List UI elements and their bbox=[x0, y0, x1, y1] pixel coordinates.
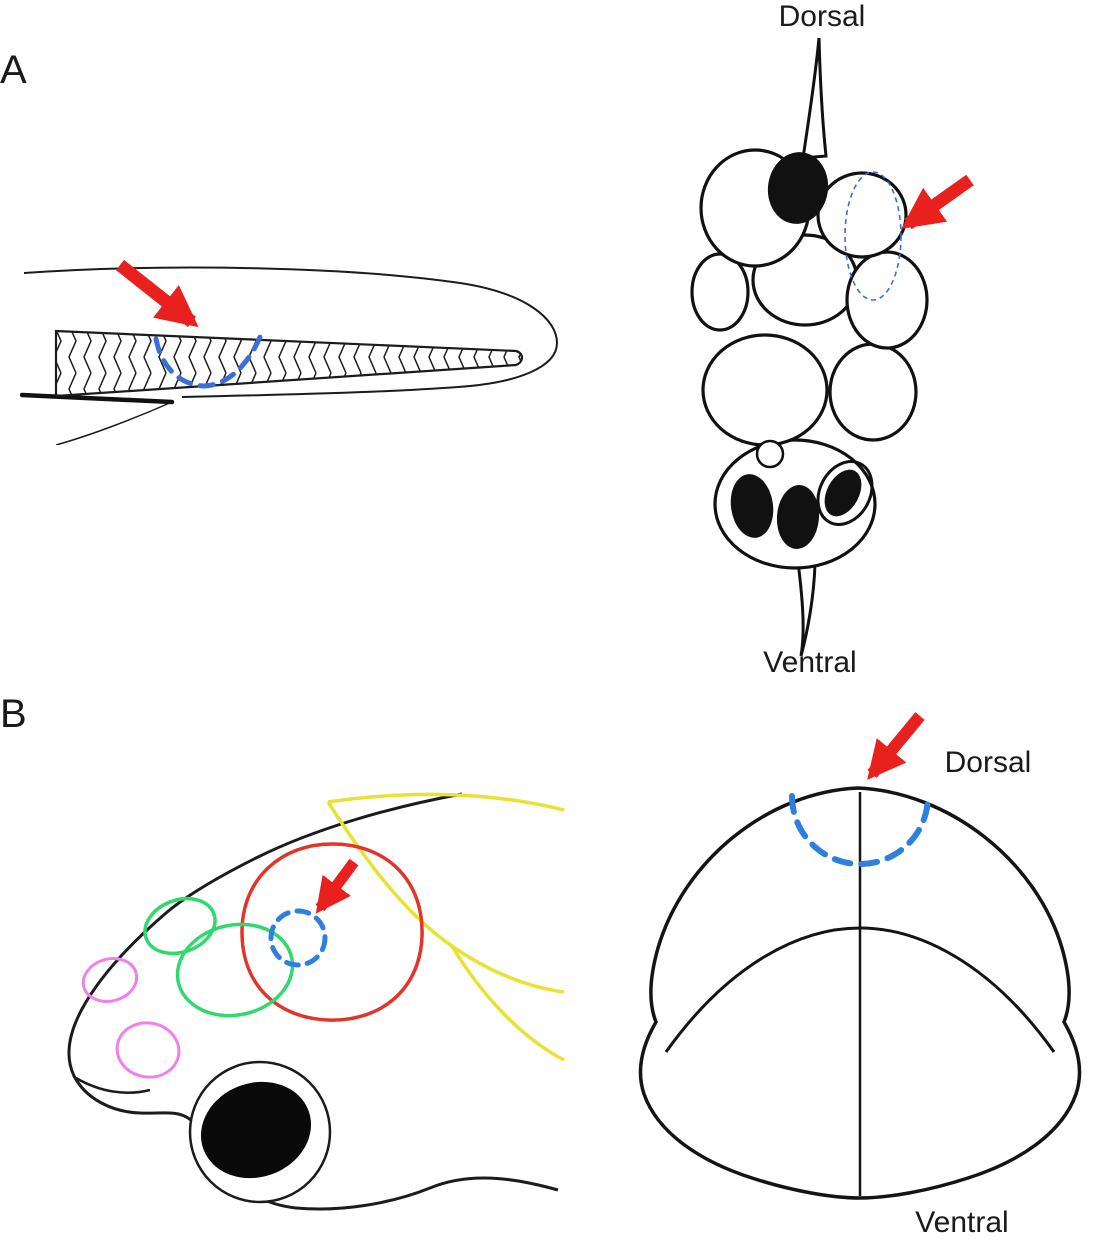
muscle-blob bbox=[701, 333, 829, 447]
body-edge-line bbox=[20, 392, 175, 405]
red-arrow-icon bbox=[315, 858, 359, 914]
panel-a-label: A bbox=[0, 48, 27, 92]
panel-a-lateral-tail-drawing bbox=[20, 259, 559, 445]
hindbrain-outline-yellow bbox=[450, 945, 565, 1062]
forebrain-outline-green bbox=[175, 922, 295, 1018]
muscle-blob bbox=[816, 171, 908, 259]
pigment-blob bbox=[730, 474, 774, 538]
jaw-line bbox=[75, 1076, 151, 1094]
midbrain-outline-red bbox=[240, 842, 424, 1022]
red-arrow-icon bbox=[901, 174, 974, 230]
ventral-edge-line bbox=[55, 401, 173, 445]
panel-b-label: B bbox=[0, 692, 27, 736]
dashed-region-marker bbox=[268, 908, 328, 968]
myotome-band bbox=[54, 329, 524, 398]
red-arrow-icon bbox=[867, 712, 925, 780]
panel-a-ventral-label: Ventral bbox=[763, 646, 857, 679]
panel-b-cross-section-drawing bbox=[638, 712, 1082, 1200]
forebrain-outline-green bbox=[143, 896, 217, 956]
panel-b-dorsal-label: Dorsal bbox=[944, 746, 1032, 779]
dashed-region-marker bbox=[789, 793, 931, 867]
pigment-blob bbox=[776, 485, 820, 549]
hindbrain-outline-yellow bbox=[327, 792, 565, 812]
eye bbox=[200, 1081, 312, 1179]
panel-a-cross-section-drawing bbox=[690, 37, 974, 657]
panel-a-dorsal-label: Dorsal bbox=[778, 0, 866, 33]
dashed-region-marker bbox=[153, 334, 263, 389]
pigment-ring-outline bbox=[816, 460, 874, 526]
pigment-blob bbox=[767, 152, 829, 224]
panel-b-lateral-head-drawing bbox=[67, 792, 565, 1211]
region-outline-magenta bbox=[81, 957, 139, 1003]
dorsal-fin-spike bbox=[801, 37, 828, 160]
ventral-fin-spike bbox=[796, 560, 817, 657]
red-arrow-icon bbox=[115, 259, 199, 328]
region-outline-magenta bbox=[115, 1021, 181, 1079]
fin-fold-outline bbox=[23, 266, 559, 398]
muscle-blob bbox=[828, 342, 918, 442]
pigment-blob bbox=[824, 469, 862, 517]
muscle-blob bbox=[845, 250, 929, 350]
notochord-circle bbox=[755, 439, 785, 469]
dashed-region-marker bbox=[844, 171, 902, 301]
panel-b-ventral-label: Ventral bbox=[915, 1206, 1009, 1239]
